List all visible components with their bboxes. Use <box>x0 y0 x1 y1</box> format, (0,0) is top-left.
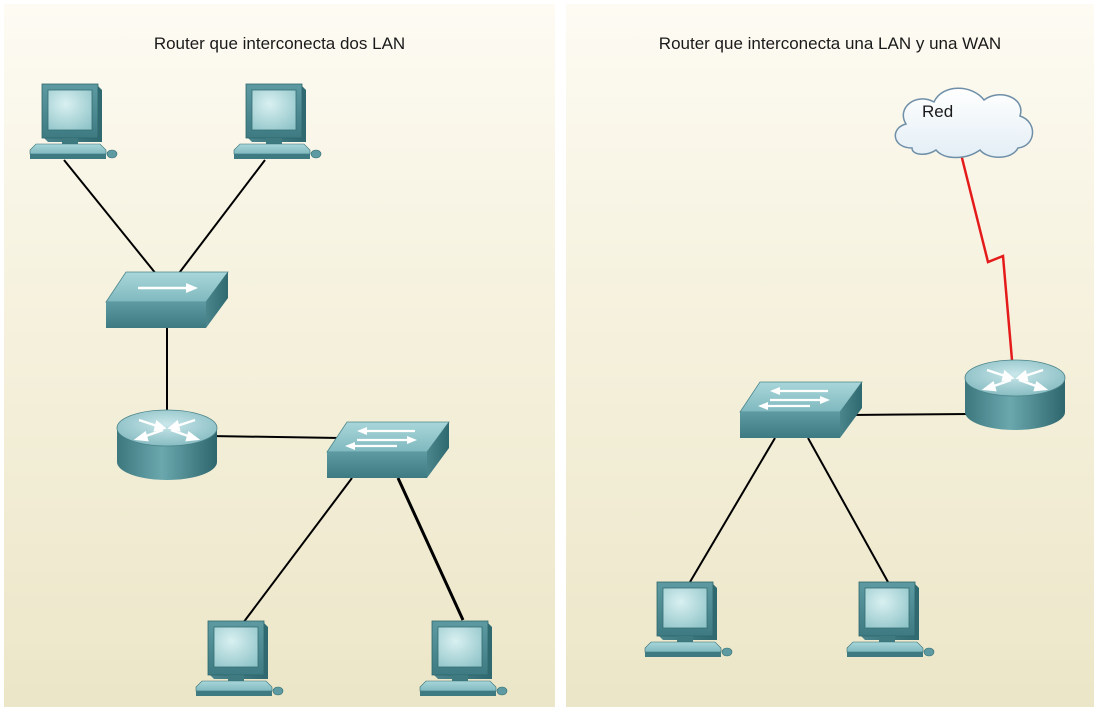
link-switch-pc1 <box>689 437 776 583</box>
wan-link-serial <box>958 149 1014 361</box>
link-pc2-switch1 <box>169 159 266 286</box>
pc-icon <box>29 83 118 160</box>
link-switch-router <box>849 413 971 416</box>
switch-icon <box>104 270 230 330</box>
router-icon <box>963 358 1067 432</box>
pc-icon <box>195 620 284 697</box>
panel-title: Router que interconecta una LAN y una WA… <box>658 34 1002 53</box>
link-switch2-pc4 <box>396 477 465 621</box>
pc-icon <box>419 620 508 697</box>
router-icon <box>115 408 219 482</box>
cloud-label: Red <box>922 102 953 121</box>
right-links <box>689 149 1014 583</box>
link-switch-pc2 <box>807 437 889 583</box>
panel-title: Router que interconecta dos LAN <box>153 34 406 53</box>
switch-icon <box>325 420 451 480</box>
switch-icon <box>738 380 864 440</box>
pc-icon <box>846 581 935 658</box>
link-pc1-switch1 <box>63 159 166 286</box>
pc-icon <box>233 83 322 160</box>
link-switch2-pc3 <box>239 477 353 628</box>
link-router-switch2 <box>209 435 341 439</box>
cloud-icon: Red <box>894 87 1034 159</box>
pc-icon <box>644 581 733 658</box>
left-links <box>63 159 465 628</box>
